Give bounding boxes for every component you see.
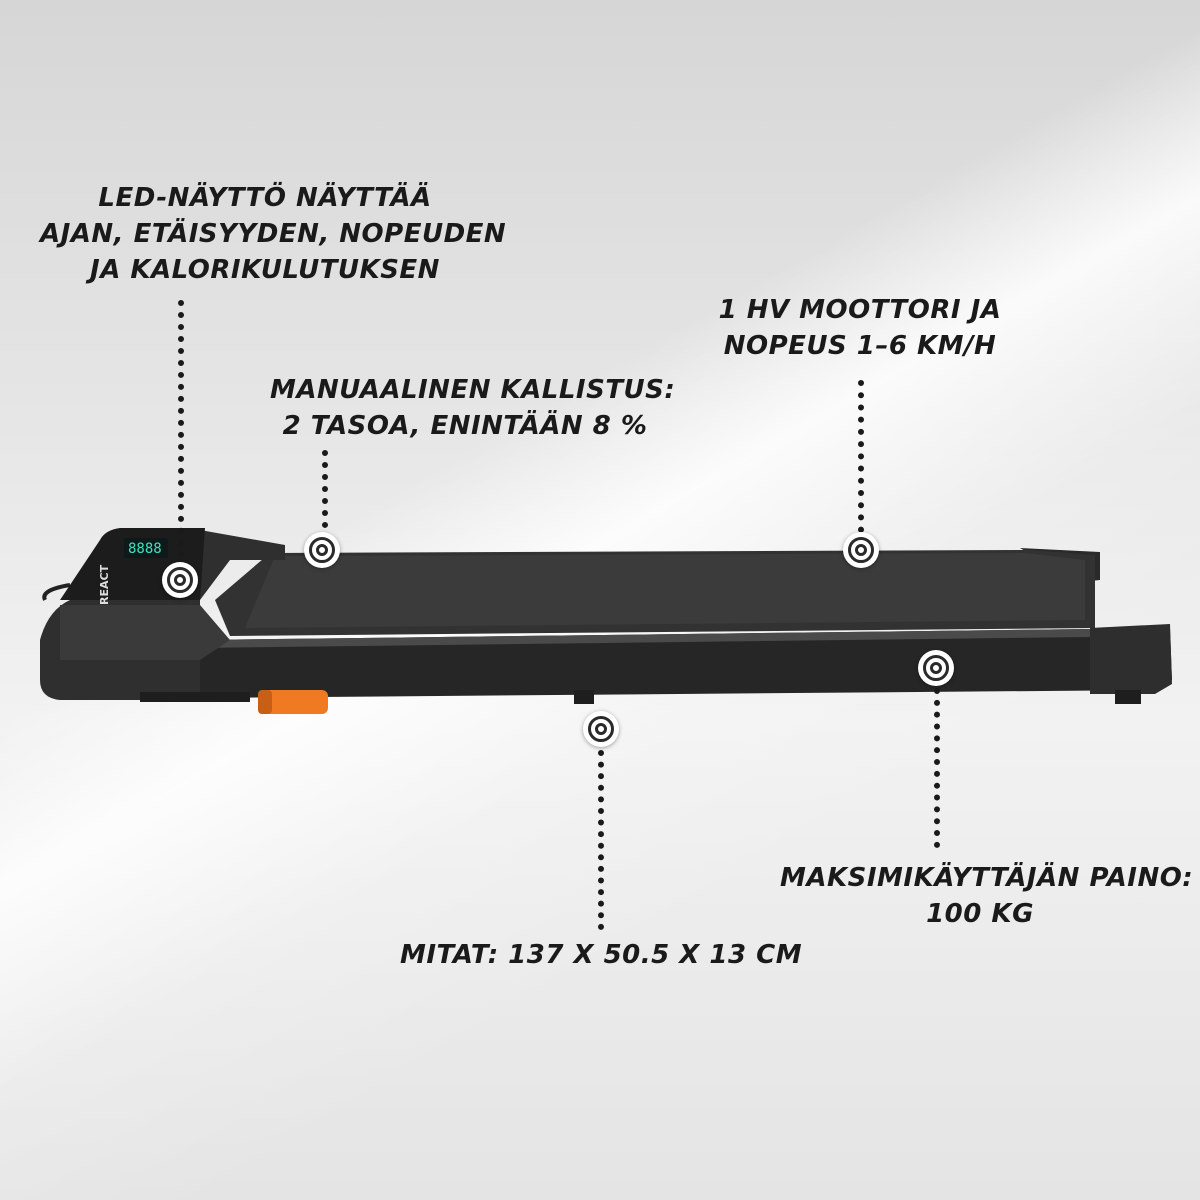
power-cable <box>42 583 71 601</box>
weight-leader-line <box>934 688 940 848</box>
motor-leader-line <box>858 380 864 545</box>
motor-callout-line-2: NOPEUS 1–6 KM/H <box>723 331 997 361</box>
target-icon-motor <box>843 532 879 568</box>
incline-knob <box>258 690 328 714</box>
belt-surface <box>245 553 1085 628</box>
foot-rear <box>1115 690 1141 704</box>
brand-logo: REACT <box>98 564 111 605</box>
target-icon-incline <box>304 532 340 568</box>
led-callout-line-2: AJAN, ETÄISYYDEN, NOPEUDEN <box>40 219 507 249</box>
target-icon-dimensions <box>583 711 619 747</box>
dimensions-leader-line <box>598 750 604 930</box>
incline-leader-line <box>322 450 328 540</box>
rail-top-edge <box>195 628 1170 648</box>
led-callout-line-1: LED-NÄYTTÖ NÄYTTÄÄ <box>98 183 432 213</box>
weight-callout-line-1: MAKSIMIKÄYTTÄJÄN PAINO: <box>780 863 1194 893</box>
console-face <box>60 605 230 660</box>
motor-callout: 1 HV MOOTTORI JA NOPEUS 1–6 KM/H <box>700 292 1020 364</box>
motor-callout-line-1: 1 HV MOOTTORI JA <box>718 295 1002 325</box>
led-display <box>124 538 168 558</box>
foot-front <box>140 692 250 702</box>
led-display-callout: LED-NÄYTTÖ NÄYTTÄÄ AJAN, ETÄISYYDEN, NOP… <box>40 180 507 288</box>
led-leader-line <box>178 300 184 570</box>
weight-callout: MAKSIMIKÄYTTÄJÄN PAINO: 100 KG <box>780 860 1194 932</box>
incline-callout: MANUAALINEN KALLISTUS: 2 TASOA, ENINTÄÄN… <box>270 372 676 444</box>
dimensions-callout: MITAT: 137 X 50.5 X 13 CM <box>400 937 803 973</box>
led-callout-line-3: JA KALORIKULUTUKSEN <box>90 255 440 285</box>
incline-callout-line-1: MANUAALINEN KALLISTUS: <box>270 375 676 405</box>
dimensions-callout-line-1: MITAT: 137 X 50.5 X 13 CM <box>400 940 803 970</box>
target-icon-weight <box>918 650 954 686</box>
incline-callout-line-2: 2 TASOA, ENINTÄÄN 8 % <box>282 411 648 441</box>
rear-end-cap <box>1090 624 1172 694</box>
display-digits: 8888 <box>128 541 162 557</box>
target-icon-led <box>162 562 198 598</box>
foot-center <box>574 690 594 704</box>
weight-callout-line-2: 100 KG <box>926 899 1034 929</box>
incline-knob-shade <box>258 690 272 714</box>
